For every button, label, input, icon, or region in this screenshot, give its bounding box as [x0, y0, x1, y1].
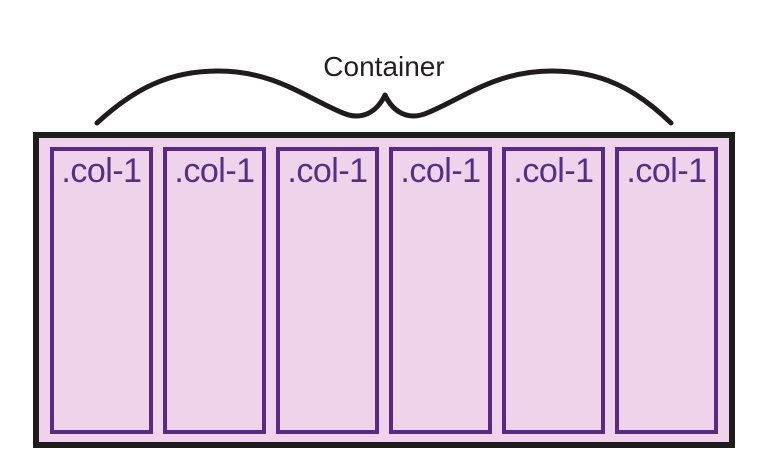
column-label: .col-1 — [513, 152, 594, 190]
column-label: .col-1 — [400, 152, 481, 190]
column-label: .col-1 — [287, 152, 368, 190]
grid-container: .col-1 .col-1 .col-1 .col-1 .col-1 .col-… — [33, 132, 735, 448]
grid-column: .col-1 — [502, 147, 605, 434]
column-label: .col-1 — [61, 152, 142, 190]
column-label: .col-1 — [626, 152, 707, 190]
grid-column: .col-1 — [50, 147, 153, 434]
column-label: .col-1 — [174, 152, 255, 190]
container-label: Container — [323, 51, 445, 82]
grid-column: .col-1 — [615, 147, 718, 434]
grid-column: .col-1 — [163, 147, 266, 434]
grid-column: .col-1 — [276, 147, 379, 434]
grid-column: .col-1 — [389, 147, 492, 434]
